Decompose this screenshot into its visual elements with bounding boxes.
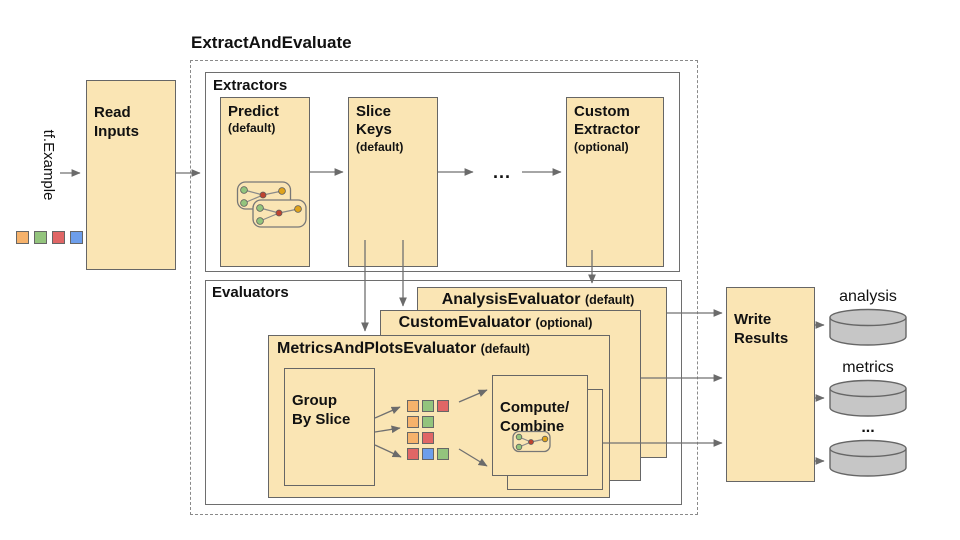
extractors-label: Extractors [213, 77, 288, 94]
red-square [422, 432, 434, 444]
write-results-box: Write Results [726, 287, 815, 482]
green-square [437, 448, 449, 460]
evaluators-label: Evaluators [212, 284, 289, 301]
tf-example-label: tf.Example [40, 129, 57, 201]
metrics-plots-evaluator-header: MetricsAndPlotsEvaluator (default) [277, 340, 609, 358]
input-squares [16, 231, 83, 244]
green-square [422, 416, 434, 428]
model-graph-icon [236, 181, 307, 228]
group-by-slice-label: Group By Slice [292, 392, 351, 428]
custom-evaluator-title: CustomEvaluator [398, 314, 532, 331]
read-inputs-label: Read Inputs [94, 104, 139, 140]
analysis-evaluator-header: AnalysisEvaluator (default) [418, 291, 666, 309]
output-metrics: metrics [826, 359, 910, 417]
slice-row [407, 448, 449, 460]
slice-keys-box: Slice Keys (default) [348, 97, 438, 267]
pipeline-title: ExtractAndEvaluate [191, 33, 352, 52]
slice-row [407, 432, 449, 444]
red-square [437, 400, 449, 412]
database-cylinder-icon [829, 308, 907, 346]
slice-row [407, 400, 449, 412]
extractors-ellipsis: ... [492, 162, 511, 182]
output-more-label: ... [861, 419, 875, 436]
orange-square [407, 416, 419, 428]
database-cylinder-icon [829, 439, 907, 477]
custom-evaluator-qualifier: (optional) [535, 316, 593, 330]
compute-combine-label: Compute/ Combine [500, 399, 570, 435]
output-analysis: analysis [826, 288, 910, 346]
analysis-evaluator-qualifier: (default) [584, 293, 635, 307]
predict-label: Predict [228, 103, 279, 120]
output-more: ... [826, 419, 910, 477]
read-inputs-box: Read Inputs [86, 80, 176, 270]
slice-row [407, 416, 449, 428]
database-cylinder-icon [829, 379, 907, 417]
custom-extractor-label: Custom Extractor [574, 103, 640, 139]
custom-extractor-qualifier: (optional) [574, 139, 629, 154]
red-square [52, 231, 65, 244]
extract-and-evaluate-container [190, 60, 698, 515]
metrics-plots-evaluator-qualifier: (default) [480, 342, 530, 356]
custom-extractor-box: Custom Extractor (optional) [566, 97, 664, 267]
orange-square [407, 400, 419, 412]
metrics-plots-evaluator-title: MetricsAndPlotsEvaluator [277, 340, 477, 357]
slice-squares-grid [407, 400, 449, 460]
green-square [34, 231, 47, 244]
blue-square [70, 231, 83, 244]
blue-square [422, 448, 434, 460]
orange-square [16, 231, 29, 244]
slice-keys-label: Slice Keys [356, 103, 392, 139]
slice-keys-qualifier: (default) [356, 139, 404, 154]
compute-combine-box: Compute/ Combine [492, 375, 588, 476]
combine-graph-icon [512, 430, 551, 453]
extractors-container: Extractors [205, 72, 680, 272]
red-square [407, 448, 419, 460]
evaluators-container: Evaluators [205, 280, 682, 505]
output-metrics-label: metrics [842, 359, 894, 376]
analysis-evaluator-title: AnalysisEvaluator [441, 291, 581, 308]
group-by-slice-box: Group By Slice [284, 368, 375, 486]
orange-square [407, 432, 419, 444]
predict-qualifier: (default) [228, 121, 276, 136]
output-analysis-label: analysis [839, 288, 897, 305]
custom-evaluator-header: CustomEvaluator (optional) [381, 314, 640, 332]
write-results-label: Write Results [734, 311, 789, 347]
green-square [422, 400, 434, 412]
